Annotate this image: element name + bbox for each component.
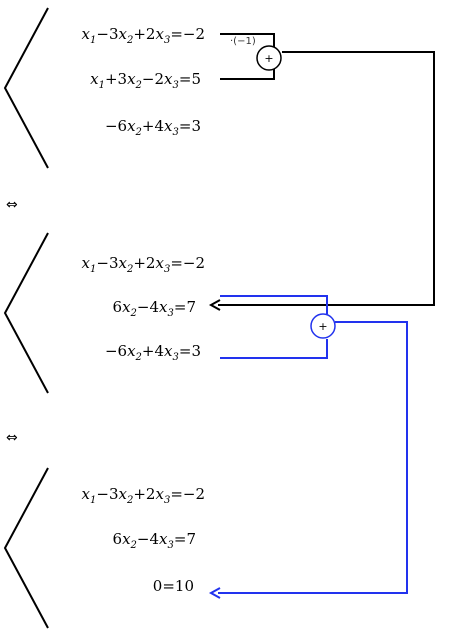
term-text: =7 [173,298,196,316]
term-text: =7 [173,530,196,548]
subscript: 2 [130,540,137,551]
term-text: +4 [141,117,165,135]
variable: x [90,70,99,88]
system-1-bracket [3,7,49,169]
variable: x [122,298,131,316]
variable: x [127,342,136,360]
term-text: =−2 [170,485,205,503]
subscript: 1 [90,264,97,275]
subscript: 2 [126,495,134,506]
term-text: 6 [112,298,123,316]
subscript: 3 [167,540,174,551]
equation: x1−3x2+2x3=−2 [82,25,205,46]
term-text: =3 [178,117,201,135]
variable: x [127,70,136,88]
subscript: 2 [126,35,134,46]
system-2-bracket [3,232,49,394]
subscript: 2 [135,80,142,91]
black-connector-row1 [220,33,275,47]
subscript: 3 [172,127,179,138]
blue-arrowhead [208,587,221,599]
blue-connector-row3 [220,339,328,359]
term-text: =−2 [170,25,205,43]
term-text: −6 [104,117,128,135]
equation: 0=10 [153,577,194,595]
subscript: 2 [130,308,137,319]
blue-plus-circle [310,313,336,339]
equation: −6x2+4x3=3 [105,342,201,363]
variable: x [155,25,164,43]
term-text: =−2 [170,254,205,272]
subscript: 2 [135,352,142,363]
subscript: 3 [172,80,179,91]
subscript: 1 [90,495,97,506]
variable: x [164,70,173,88]
variable: x [118,254,127,272]
blue-connector-row2 [220,295,328,314]
term-text: −6 [104,342,128,360]
equation: 6x2−4x3=7 [113,530,196,551]
term-text: +2 [133,254,156,272]
term-text: −4 [136,530,160,548]
term-text: +4 [141,342,165,360]
equivalence-symbol-1: ⇔ [6,197,18,213]
equation: −6x2+4x3=3 [105,117,201,138]
subscript: 2 [135,127,142,138]
subscript: 1 [90,35,97,46]
black-connector-row2 [220,68,275,80]
term-text: −4 [136,298,160,316]
equivalence-symbol-2: ⇔ [6,430,18,446]
variable: x [164,117,173,135]
term-text: 0=10 [152,577,194,595]
subscript: 1 [98,80,105,91]
term-text: −3 [96,485,119,503]
equation: x1−3x2+2x3=−2 [82,485,205,506]
term-text: −3 [96,254,119,272]
blue-plus-sign: + [318,320,327,333]
variable: x [159,298,168,316]
variable: x [127,117,136,135]
variable: x [118,25,127,43]
subscript: 2 [126,264,134,275]
subscript: 3 [163,264,171,275]
subscript: 3 [163,495,171,506]
variable: x [118,485,127,503]
black-plus-circle [256,45,282,71]
variable: x [81,254,90,272]
equation: x1−3x2+2x3=−2 [82,254,205,275]
term-text: 6 [112,530,123,548]
variable: x [159,530,168,548]
term-text: +2 [133,25,156,43]
equation: x1+3x2−2x3=5 [90,70,201,91]
black-result-line [218,51,435,306]
subscript: 3 [172,352,179,363]
variable: x [81,485,90,503]
term-text: =3 [178,342,201,360]
black-arrowhead [208,299,221,311]
term-text: +2 [133,485,156,503]
term-text: −2 [141,70,165,88]
variable: x [155,485,164,503]
black-plus-sign: + [264,52,273,65]
term-text: −3 [96,25,119,43]
variable: x [155,254,164,272]
variable: x [122,530,131,548]
equation: 6x2−4x3=7 [113,298,196,319]
blue-result-line [218,321,408,594]
variable: x [81,25,90,43]
term-text: +3 [104,70,128,88]
multiplier-label: ·(−1) [230,36,256,47]
subscript: 3 [167,308,174,319]
variable: x [164,342,173,360]
subscript: 3 [163,35,171,46]
term-text: =5 [178,70,201,88]
system-3-bracket [3,467,49,629]
